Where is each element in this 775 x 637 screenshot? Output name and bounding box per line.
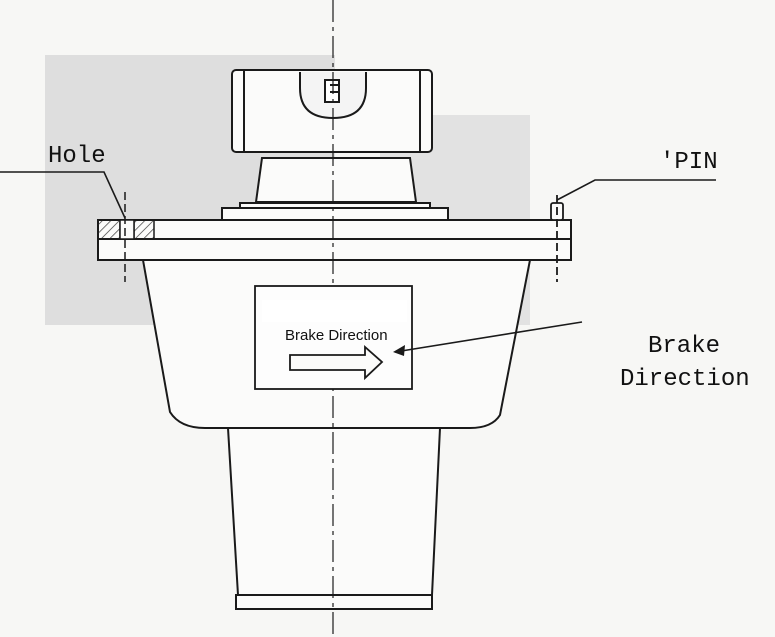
plate-label: Brake Direction	[285, 327, 388, 344]
direction-leader-arrowhead	[393, 345, 405, 356]
pin-label: 'PIN	[660, 149, 718, 176]
pin-part	[550, 195, 564, 282]
pin-leader	[556, 179, 716, 201]
direction-plate	[254, 285, 413, 390]
direction-arrow-icon	[289, 345, 384, 381]
leader-lines	[0, 171, 716, 353]
hole-section	[97, 192, 155, 282]
hole-label: Hole	[48, 143, 106, 170]
top-cap	[231, 69, 433, 153]
lower-skirt	[226, 427, 442, 610]
brake-direction-label-line2: Direction	[620, 366, 750, 393]
brake-direction-label-line1: Brake	[648, 333, 720, 360]
hole-leader	[0, 171, 126, 219]
direction-leader	[394, 321, 583, 353]
flange	[97, 219, 572, 261]
neck	[221, 157, 449, 221]
